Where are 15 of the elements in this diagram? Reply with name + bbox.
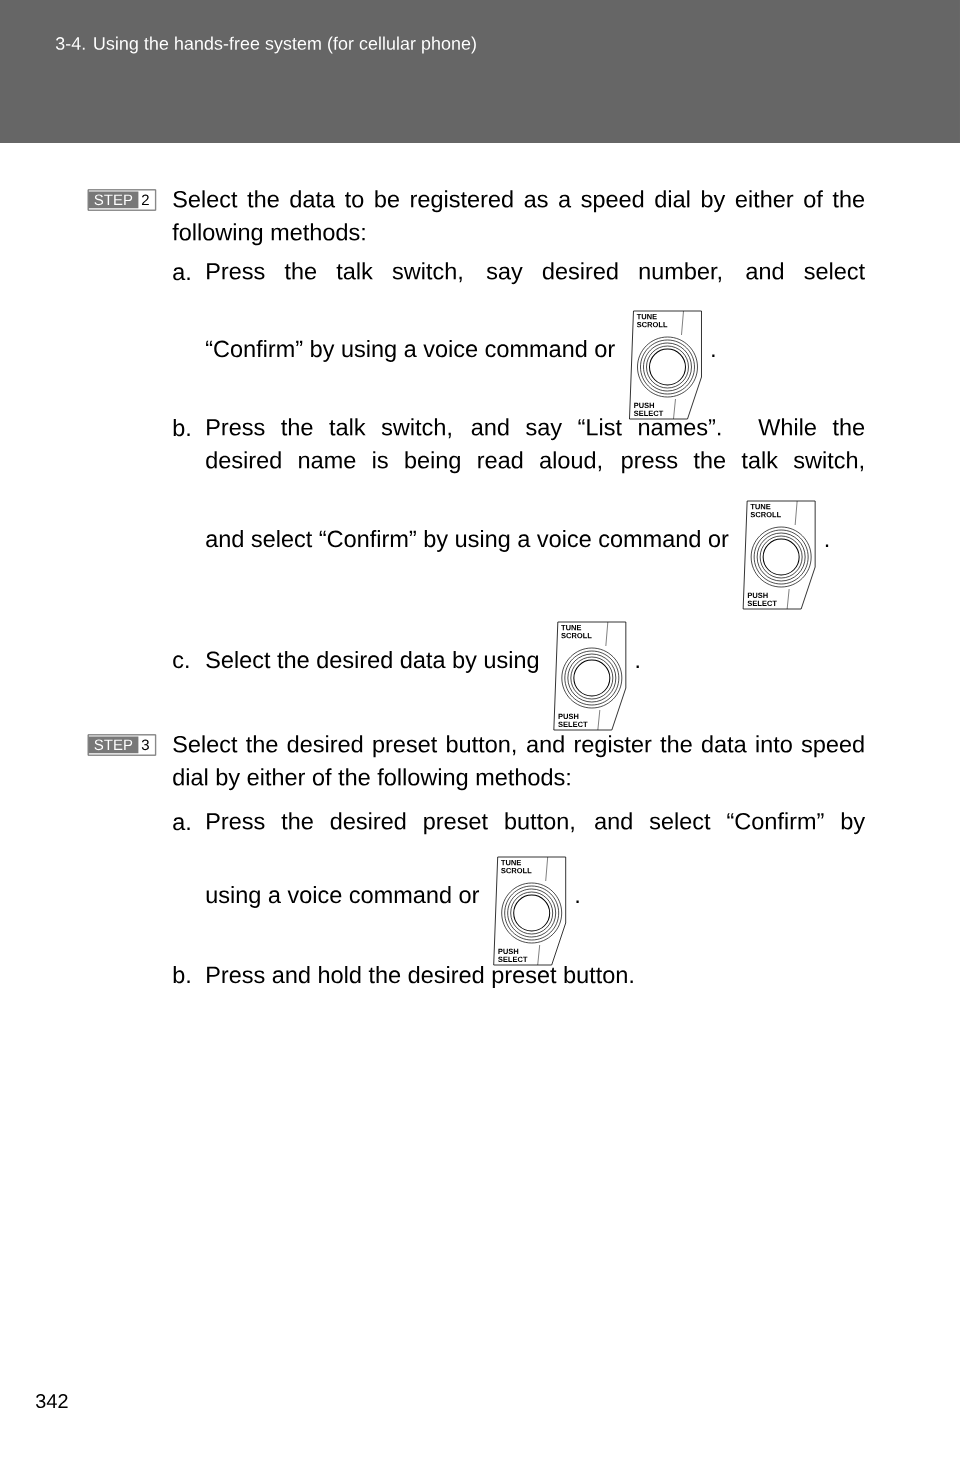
list-marker: b.	[173, 419, 190, 437]
step-badge: STEP 2	[87, 189, 157, 211]
instruction-text: and select “Confirm” by using a voice command or	[206, 530, 729, 552]
instruction-text: Select the data to be registered as a speed dial by either of the following methods:	[172, 190, 865, 246]
instruction-text: Press the talk switch, say desired number, and select	[207, 262, 865, 285]
list-marker: c.	[173, 655, 189, 669]
list-marker: a.	[173, 267, 190, 281]
page-number: 342	[35, 1393, 68, 1409]
instruction-text: Press the desired preset button, and select “Confirm” by	[207, 812, 866, 835]
header-bar: 3-4. Using the hands-free system (for cellular phone)	[0, 0, 960, 143]
step-badge: STEP 3	[87, 734, 157, 756]
instruction-text: Select the desired preset button, and register the data into speed dial by either of the following methods:	[173, 735, 864, 791]
instruction-text: Press the talk switch, and say “List names”. While the desired name is being read aloud, press the talk switch,	[206, 418, 865, 474]
list-marker: b.	[173, 966, 190, 984]
list-marker: a.	[173, 817, 190, 831]
